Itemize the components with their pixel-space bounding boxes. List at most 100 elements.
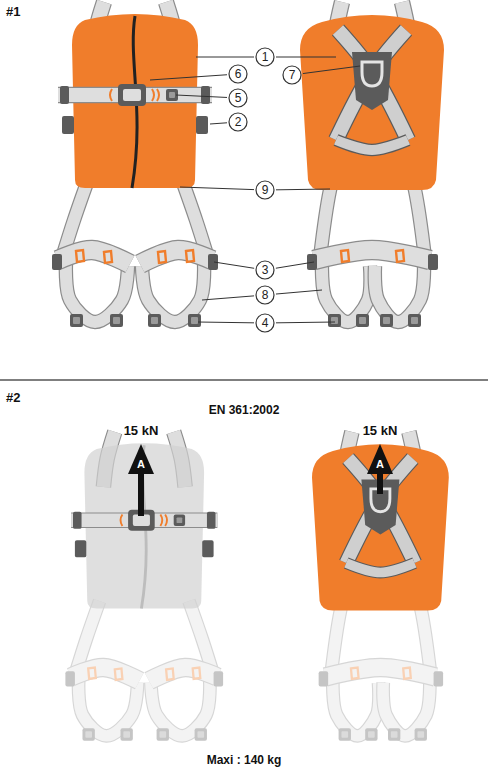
callout-number: 2 [228,112,248,132]
buckle-slot [341,731,348,738]
strap [58,88,212,102]
callout-number: 9 [255,180,275,200]
force-arrow-shaft [377,472,383,494]
orange-mark [341,250,349,262]
strap-edge [151,679,210,736]
strap [346,563,414,573]
orange-mark [115,668,123,679]
buckle [388,728,400,740]
buckle [328,314,341,327]
orange-mark [76,250,84,262]
strap [322,262,371,322]
strap-edge [142,262,204,322]
strap-edge [336,30,406,140]
buckle [121,728,133,740]
strap-edge [375,262,424,322]
orange-mark [403,668,411,679]
leader-line [196,57,254,58]
strap-edge [79,679,138,736]
front-view [52,2,218,327]
strap [336,30,406,140]
leader-line [276,57,336,58]
buckle-slot [73,317,80,324]
callout-circle: 4 [255,313,275,333]
back-pad [300,15,444,190]
buckle [365,728,377,740]
callout-number: 3 [255,260,275,280]
strap [142,262,204,322]
leg-loops [65,601,223,741]
hip-clip [52,254,62,270]
callout-circle: 9 [255,180,275,200]
strap [79,679,138,736]
side-adjuster [196,116,208,134]
strap-edge [346,459,413,564]
orange-mark [88,668,96,679]
leader-line [202,296,254,300]
orange-mark [152,89,154,101]
strap [71,514,217,527]
callout-circle: 2 [228,112,248,132]
callout-circle: 8 [255,285,275,305]
callout-circle: 3 [255,260,275,280]
strap [149,667,217,680]
strap-edge [58,87,212,103]
callout-circle: 7 [282,65,302,85]
hip-clip [434,671,444,686]
orange-mark [193,668,201,679]
strap-edge [346,563,414,573]
chest-ring [73,512,82,529]
orange-mark [396,250,404,262]
strap-edge [325,668,435,678]
back-pad [312,444,449,610]
hip-clip [319,671,329,686]
leader-line [276,322,335,324]
callout-circle: 1 [255,47,275,67]
callout-circle: 5 [228,88,248,108]
strap [151,679,210,736]
orange-mark [157,89,159,101]
figure-number: #1 [6,4,20,19]
buckle-slot [383,317,390,324]
strap [140,250,212,264]
strap-edge [71,512,217,528]
back-view-test [312,432,449,741]
strap-edge [66,262,128,322]
strap-edge [314,250,430,260]
figure-number: #2 [6,390,20,405]
strap-edge [333,679,379,736]
leader-line [276,290,322,294]
callout-ring [256,181,274,199]
hip-clip [428,254,438,270]
callout-ring [256,286,274,304]
strap-edge [140,250,212,264]
callout-ring [283,66,301,84]
orange-mark [351,668,359,679]
chest-ring [201,86,210,104]
dorsal-d-ring [362,62,382,86]
strap [375,262,424,322]
max-load: Maxi : 140 kg [207,753,282,767]
callout-ring [229,113,247,131]
callout-ring [229,89,247,107]
force-arrow-shaft [138,472,144,516]
buckle-slot [169,92,175,98]
orange-mark [110,89,112,101]
back-view [300,2,444,327]
orange-mark [165,515,167,526]
callout-number: 6 [228,64,248,84]
chest-ring [60,86,69,104]
buckle-slot [159,731,166,738]
standard-reference: EN 361:2002 [209,403,280,417]
buckle-slot [359,317,366,324]
buckle-slot [391,731,398,738]
leader-line [303,66,360,74]
force-value: 15 kN [124,423,159,438]
leader-line [214,262,254,268]
orange-mark [121,515,123,526]
leader-line [276,189,330,191]
leader-line [180,187,254,190]
chest-buckle-slot [123,89,141,101]
callout-number: 4 [255,313,275,333]
leader-line [150,75,227,80]
